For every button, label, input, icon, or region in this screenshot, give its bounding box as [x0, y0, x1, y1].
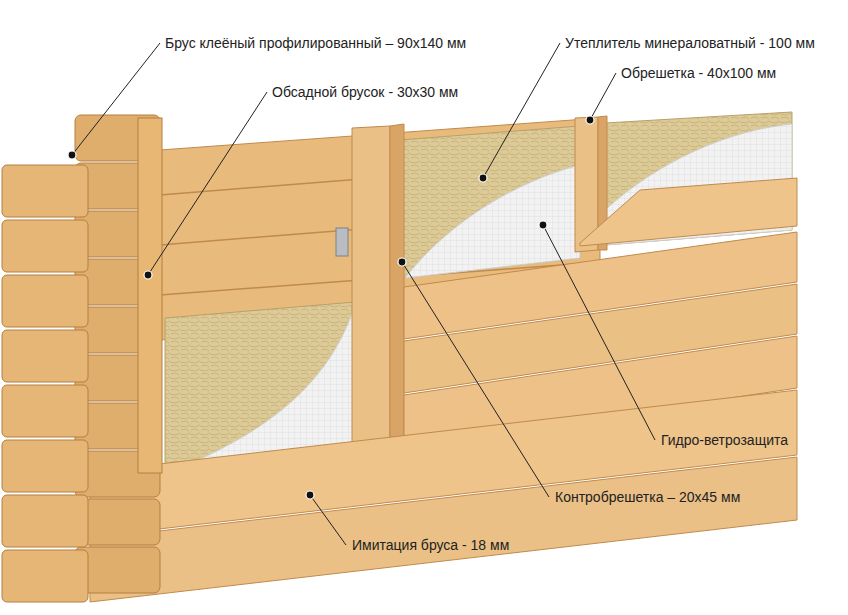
part-label: Гидро-ветрозащита: [661, 431, 788, 449]
casing-bar: [138, 118, 162, 473]
cladding-ends: [2, 165, 88, 602]
leader-dot: [586, 116, 594, 124]
cladding-end: [2, 165, 88, 217]
batten: [352, 126, 390, 474]
leader-dot: [539, 221, 547, 229]
part-label: Имитация бруса - 18 мм: [352, 536, 509, 554]
leader-dot: [398, 258, 406, 266]
leader-line: [543, 225, 655, 440]
cladding-end: [2, 330, 88, 382]
metal-bracket: [336, 228, 348, 256]
leader-line: [72, 43, 160, 155]
cladding-end: [2, 440, 88, 492]
insulation: [400, 126, 580, 278]
cladding-end: [2, 550, 88, 602]
counter-batten: [390, 124, 404, 472]
part-label: Утеплитель минераловатный - 100 мм: [565, 34, 815, 52]
leader-dot: [68, 151, 76, 159]
cladding-end: [2, 495, 88, 547]
leader-dot: [144, 271, 152, 279]
part-label: Брус клеёный профилированный – 90х140 мм: [165, 34, 466, 52]
cladding-end: [2, 275, 88, 327]
cladding-board: [580, 178, 797, 246]
membrane: [405, 165, 580, 278]
part-label: Обсадной брусок - 30х30 мм: [272, 83, 458, 101]
leader-line: [590, 73, 616, 120]
leader-dot: [306, 491, 314, 499]
leader-line: [402, 262, 549, 497]
leader-line: [148, 92, 267, 275]
leader-dots: [68, 116, 594, 499]
part-label: Обрешетка - 40х100 мм: [621, 64, 776, 82]
leader-dot: [479, 174, 487, 182]
part-label: Контробрешетка – 20х45 мм: [555, 488, 740, 506]
cladding-end: [2, 385, 88, 437]
leader-line: [483, 43, 560, 178]
cladding-end: [2, 220, 88, 272]
cladding-board: [90, 457, 797, 602]
leader-lines: [72, 43, 655, 545]
leader-line: [310, 495, 346, 545]
